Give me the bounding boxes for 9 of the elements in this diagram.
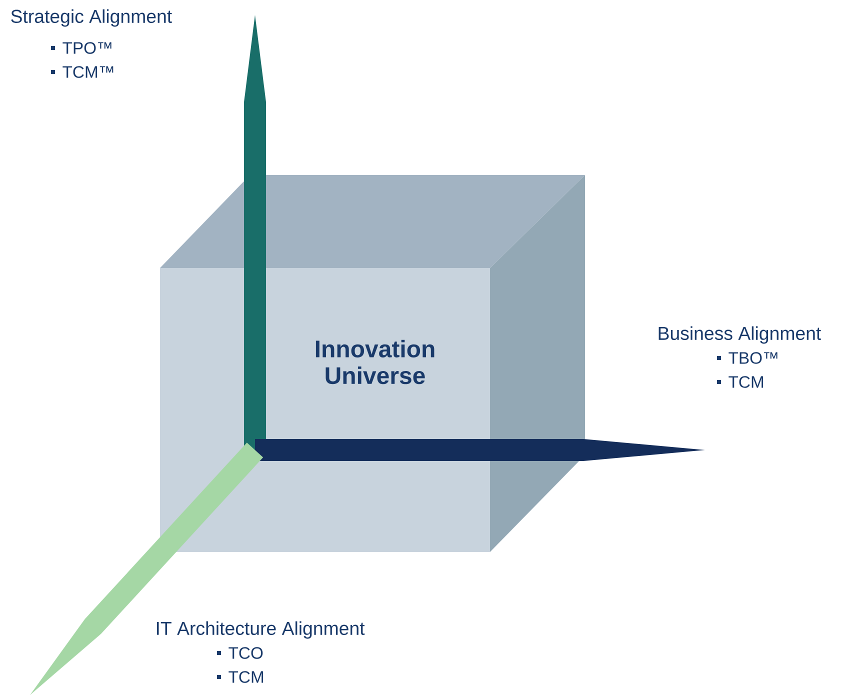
axis-label: Business Alignment	[658, 326, 822, 344]
bullet-item: TCM™	[51, 66, 114, 78]
bullet-item: TBO™	[717, 352, 778, 364]
axis-label: Strategic Alignment	[11, 9, 172, 27]
bullet-item: TPO™	[51, 42, 112, 54]
bullet-item: TCM	[717, 376, 764, 388]
bullet-item: TCM	[217, 671, 264, 683]
bullet-item: TCO	[217, 647, 263, 659]
axis-label: IT Architecture Alignment	[156, 621, 365, 639]
